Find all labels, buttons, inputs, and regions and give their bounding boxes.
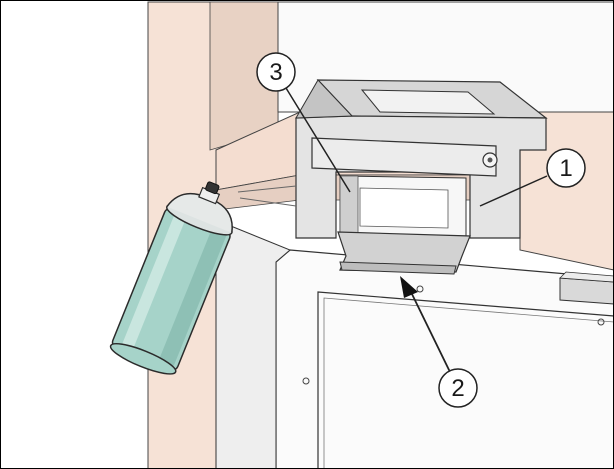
leader-line-1: [479, 175, 548, 207]
leader-lines: [285, 87, 548, 373]
callout-3: 3: [256, 52, 296, 92]
door-recess-inner: [323, 297, 614, 469]
door-panel-edge: [215, 219, 291, 469]
cross-bar: [311, 137, 497, 177]
spray-can: [109, 181, 233, 375]
spray-can-nozzle: [205, 181, 220, 195]
spray-can-highlight: [121, 215, 186, 350]
screw-hole: [416, 285, 424, 293]
door-panel: [215, 219, 614, 469]
right-latch-body: [559, 277, 614, 305]
bar-pivot-screw-center: [487, 157, 493, 163]
spray-can-bottom: [109, 342, 177, 375]
latch-housing: [295, 79, 548, 275]
screw-hole: [302, 377, 310, 385]
leader-line-2: [409, 289, 451, 373]
right-latch: [559, 271, 614, 305]
leader-line-3: [285, 87, 351, 193]
right-latch-top: [559, 271, 614, 283]
callout-3-label: 3: [269, 59, 282, 86]
door-recess: [317, 291, 614, 469]
arrow-head-2: [400, 276, 418, 298]
spray-line: [239, 197, 297, 207]
latch-lever: [337, 231, 471, 273]
spray-can-shade: [158, 229, 227, 366]
housing-left-side: [295, 79, 354, 119]
latch-lever-lip: [339, 261, 457, 275]
callout-1: 1: [546, 148, 586, 188]
inner-slot: [359, 187, 449, 229]
callout-2-label: 2: [451, 375, 464, 402]
housing-top-opening: [360, 89, 496, 115]
screw-hole: [597, 318, 605, 326]
callout-1-label: 1: [559, 155, 572, 182]
callout-2: 2: [438, 368, 478, 408]
spray-line: [237, 185, 297, 193]
inner-cavity-shadow: [339, 175, 359, 235]
spray-lines: [237, 185, 297, 207]
